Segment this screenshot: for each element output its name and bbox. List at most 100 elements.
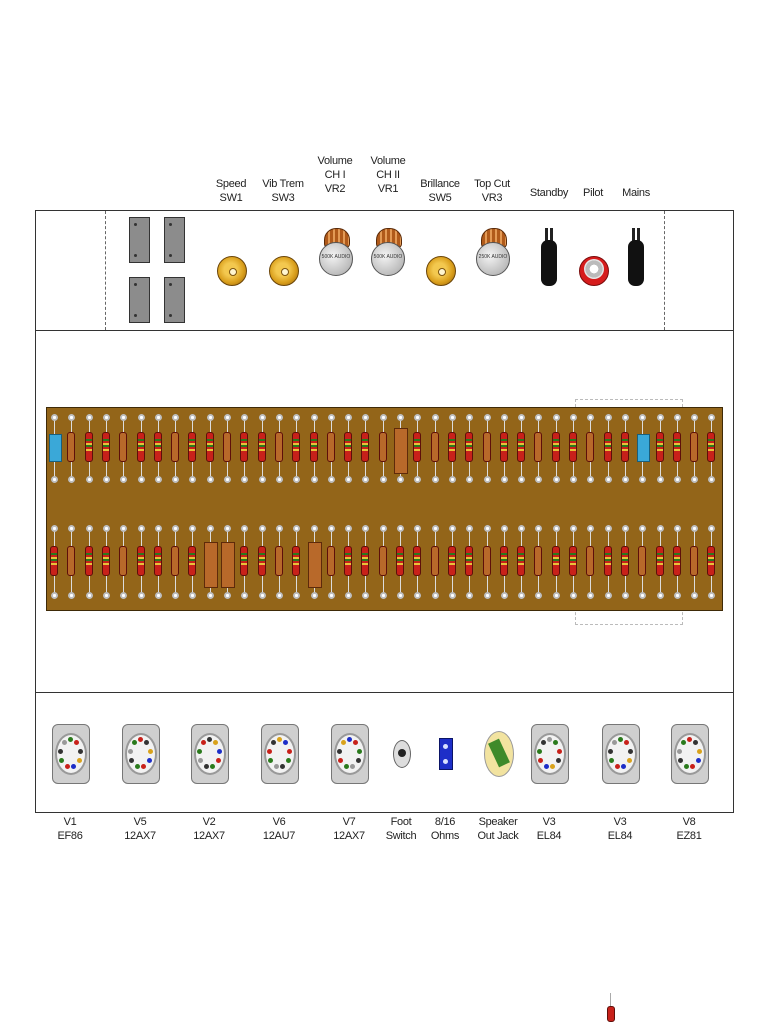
resistor	[171, 546, 180, 576]
socket-pin	[77, 748, 83, 754]
resistor	[274, 432, 283, 462]
socket-pin	[64, 764, 70, 770]
resistor	[136, 432, 145, 462]
label-mains: Mains	[622, 187, 650, 199]
turret-lug	[518, 592, 526, 599]
turret-lug	[258, 414, 266, 421]
resistor	[569, 432, 577, 462]
speed-knob[interactable]	[217, 256, 247, 286]
turret-lug	[448, 525, 456, 532]
turret-lug	[379, 414, 387, 421]
turret-lug	[673, 414, 681, 421]
socket-pin	[614, 764, 620, 770]
top-cut-pot[interactable]: 250K AUDIO	[476, 228, 510, 276]
label-standby: Standby	[529, 187, 569, 199]
resistor	[534, 432, 543, 462]
socket-pin	[618, 737, 623, 742]
resistor	[482, 432, 491, 462]
turret-lug	[552, 592, 560, 599]
turret-lug	[310, 592, 318, 599]
socket-pin	[353, 740, 359, 746]
socket-pin	[147, 748, 153, 754]
turret-lug	[172, 414, 180, 421]
socket-pin	[627, 748, 633, 754]
socket-pin	[144, 740, 150, 746]
resistor	[188, 546, 197, 576]
resistor	[361, 546, 370, 576]
turret-lug	[154, 525, 162, 532]
turret-lug	[102, 592, 110, 599]
socket-pin	[540, 740, 546, 746]
volume-ch1-pot[interactable]: 500K AUDIO	[319, 228, 353, 276]
turret-lug	[68, 414, 76, 421]
resistor	[413, 546, 422, 576]
socket-ring	[674, 733, 706, 775]
turret-lug	[137, 476, 145, 483]
capacitor	[637, 434, 651, 462]
socket-pin	[215, 758, 221, 763]
mains-switch[interactable]	[628, 228, 644, 288]
socket-pin	[128, 748, 134, 754]
turret-lug	[379, 525, 387, 532]
turret-lug	[293, 414, 301, 421]
resistor	[344, 546, 353, 576]
resistor	[240, 432, 249, 462]
socket-pin	[538, 758, 544, 763]
socket-pin	[696, 748, 702, 754]
impedance-terminal	[439, 738, 453, 770]
socket-v3-a	[531, 724, 569, 784]
socket-pin	[693, 740, 699, 746]
socket-pin	[608, 748, 614, 754]
socket-pin	[680, 740, 686, 746]
vib-trem-knob[interactable]	[269, 256, 299, 286]
turret-lug	[604, 592, 612, 599]
turret-lug	[224, 414, 231, 421]
turret-lug	[206, 592, 214, 599]
turret-lug	[431, 525, 439, 532]
pilot-lamp	[579, 256, 609, 286]
resistor	[569, 546, 577, 576]
resistor	[50, 546, 58, 576]
turret-lug	[621, 414, 629, 421]
socket-pin	[197, 748, 203, 754]
turret-lug	[206, 525, 214, 532]
socket-pin	[71, 764, 77, 770]
rear-label-line1: V3	[613, 816, 627, 828]
resistor	[292, 432, 301, 462]
volume-ch2-pot[interactable]: 500K AUDIO	[371, 228, 405, 276]
socket-pin	[338, 758, 344, 763]
resistor	[326, 546, 335, 576]
panel-divider-right	[664, 211, 665, 330]
turret-lug	[241, 476, 249, 483]
turret-lug	[397, 476, 404, 483]
turret-lug	[206, 414, 214, 421]
turret-lug	[570, 414, 577, 421]
resistor	[499, 546, 508, 576]
capacitor	[307, 542, 322, 588]
socket-pin	[337, 748, 343, 754]
resistor	[465, 432, 474, 462]
resistor	[171, 432, 180, 462]
relay-1	[129, 217, 150, 263]
brillance-knob[interactable]	[426, 256, 456, 286]
standby-switch[interactable]	[541, 228, 557, 288]
resistor	[153, 546, 162, 576]
socket-pin	[621, 764, 627, 770]
rear-label-line2: Out Jack	[477, 830, 519, 842]
resistor	[551, 432, 560, 462]
resistor	[101, 546, 110, 576]
turret-lug	[414, 525, 422, 532]
turret-lug	[137, 414, 145, 421]
socket-pin	[213, 740, 219, 746]
socket-ring	[194, 733, 226, 775]
turret-lug	[691, 414, 699, 421]
resistor	[517, 546, 526, 576]
socket-pin	[547, 737, 552, 742]
turret-lug	[51, 592, 58, 599]
turret-lug	[518, 525, 526, 532]
turret-lug	[120, 476, 128, 483]
turret-lug	[466, 476, 474, 483]
turret-lug	[431, 414, 439, 421]
socket-pin	[683, 764, 689, 770]
